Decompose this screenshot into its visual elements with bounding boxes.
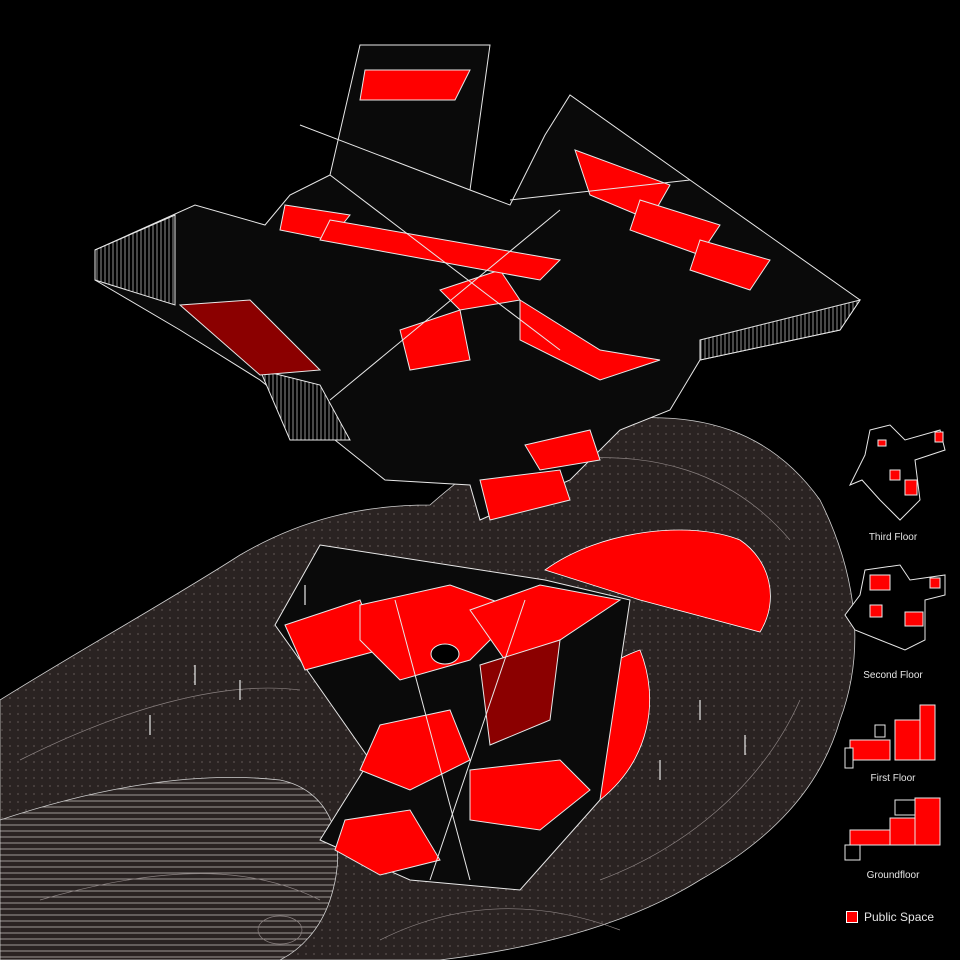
ground-floor-building (274, 544, 631, 891)
legend-label: Public Space (864, 910, 935, 924)
upper-floors-building (94, 44, 862, 521)
terrain-columns (149, 585, 746, 780)
second-floor-plan (844, 564, 946, 651)
first-floor-label: First Floor (870, 773, 916, 784)
legend: Public Space (846, 910, 934, 924)
groundfloor-plan (844, 797, 941, 861)
first-floor-plan (844, 704, 936, 769)
third-floor-plan (848, 424, 946, 521)
second-floor-label: Second Floor (863, 670, 923, 681)
third-floor-label: Third Floor (868, 532, 918, 543)
legend-swatch (846, 911, 858, 923)
groundfloor-label: Groundfloor (866, 870, 920, 881)
